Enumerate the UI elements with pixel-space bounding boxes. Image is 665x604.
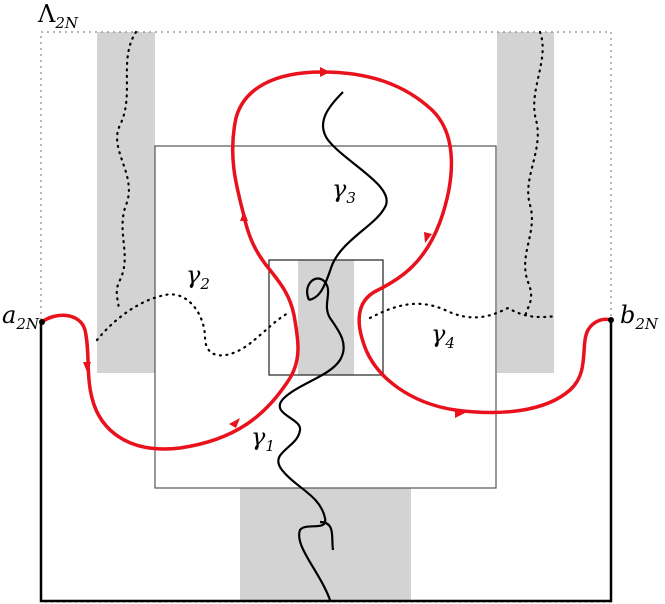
red-arrow-loop-top [320, 67, 330, 77]
gamma1-branch [319, 520, 335, 551]
label-gamma1-main: γ [251, 423, 266, 451]
red-arrow-loop-down [424, 232, 432, 243]
label-b: b2N [620, 301, 659, 333]
label-gamma1-sub: 1 [265, 437, 275, 455]
inner-box [268, 259, 384, 376]
label-gamma3-main: γ [332, 175, 347, 203]
label-a-main: a [2, 301, 16, 329]
label-lambda-sub: 2N [54, 14, 79, 32]
label-gamma3-sub: 3 [346, 189, 356, 207]
red-arrow-left-down [83, 362, 91, 372]
label-gamma4-sub: 4 [444, 334, 455, 352]
label-gamma2-main: γ [186, 261, 201, 289]
label-lambda-main: Λ [37, 0, 56, 28]
shaded-strip-bottom [240, 488, 411, 602]
red-arrow-bottom-left [229, 418, 240, 428]
label-gamma4: γ4 [431, 320, 455, 352]
gamma1-black-path [277, 429, 332, 601]
red-path-loop [230, 70, 454, 379]
endpoint-a [39, 319, 45, 325]
outer-solid-boundary [39, 322, 613, 603]
red-arrow-bottom-right [455, 408, 465, 418]
red-path-left [40, 313, 292, 451]
label-gamma2: γ2 [186, 261, 210, 293]
endpoint-b [608, 317, 614, 323]
dotted-curve-left-strip [115, 30, 138, 312]
gamma2-dotted-curve [95, 293, 292, 357]
gamma4-dotted-curve [368, 302, 558, 320]
label-gamma3: γ3 [332, 175, 356, 207]
label-lambda: Λ2N [37, 0, 79, 32]
gamma3-black-path [308, 91, 388, 302]
middle-box [154, 145, 497, 489]
red-path-right [364, 317, 612, 415]
label-gamma4-main: γ [431, 320, 446, 348]
dotted-curve-right-strip [524, 30, 544, 320]
label-a-sub: 2N [15, 315, 40, 333]
label-gamma2-sub: 2 [199, 275, 210, 293]
label-b-sub: 2N [634, 315, 659, 333]
center-squiggle [278, 277, 345, 431]
shaded-strip-right [497, 32, 554, 373]
shaded-strip-center [298, 260, 354, 375]
red-arrow-loop-up [240, 211, 248, 221]
label-a: a2N [2, 301, 40, 333]
label-gamma1: γ1 [251, 423, 275, 455]
label-b-main: b [620, 301, 635, 329]
